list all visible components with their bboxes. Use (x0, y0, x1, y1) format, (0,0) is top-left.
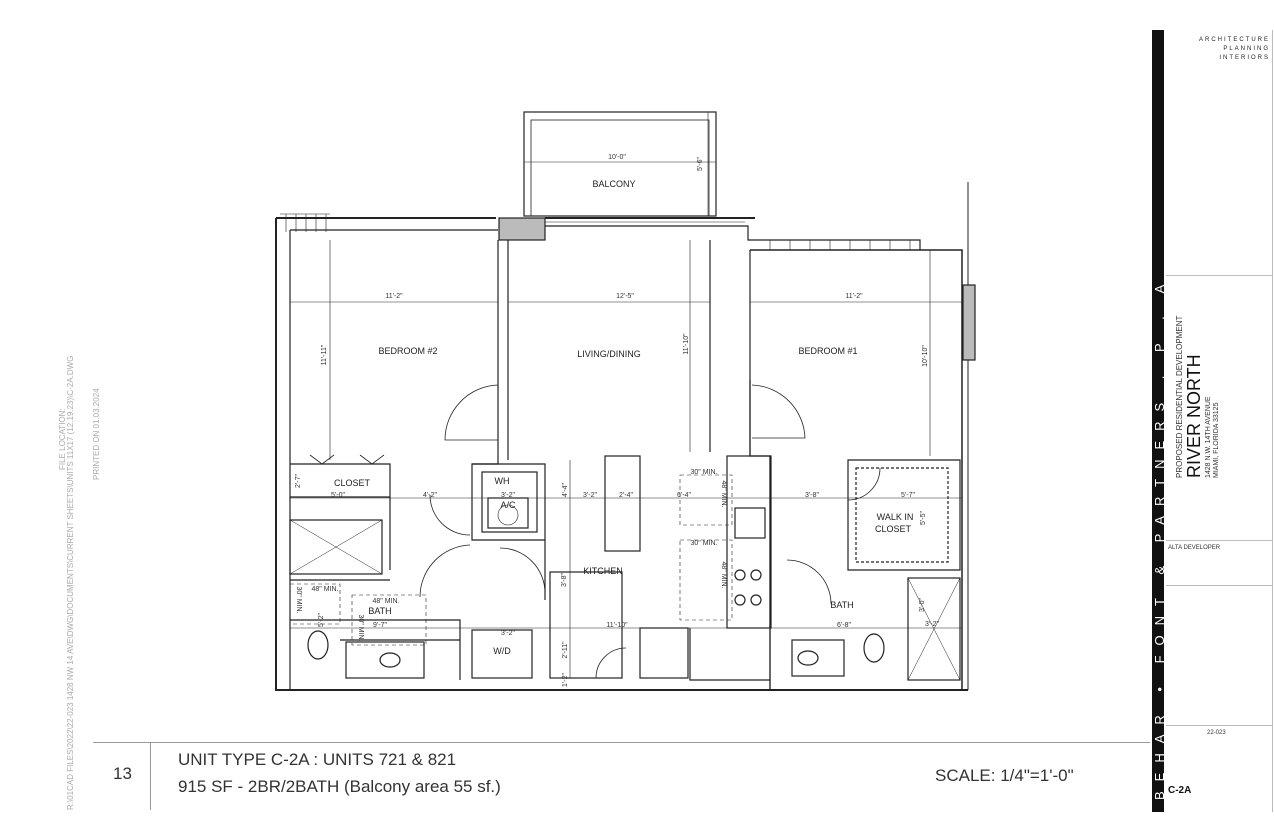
kitchen-counter-right (726, 455, 772, 629)
dim-kit-38: 3'-8" (561, 573, 568, 587)
shower-left (289, 519, 383, 575)
room-wd: W/D (493, 646, 511, 656)
client-name: ALTA DEVELOPER (1168, 545, 1221, 551)
dim-r38: 3'-8" (805, 492, 819, 499)
dim-kit-a: 3'-2" (583, 492, 597, 499)
column (962, 284, 976, 361)
room-closet: CLOSET (334, 478, 371, 488)
dim-closet-d: 2'-7" (295, 474, 302, 488)
sheet-number: 13 (113, 764, 132, 783)
title-block: ARCHITECTURE PLANNING INTERIORS ALTA DEV… (1150, 30, 1274, 812)
dim-balcony-w: 10'-0" (608, 154, 626, 161)
dim-bath48b: 48" MIN. (373, 598, 400, 605)
dim-bed1-d: 10'-10" (922, 345, 929, 367)
unit-type: UNIT TYPE C-2A : UNITS 721 & 821 (178, 750, 457, 769)
dim-bath30: 30" MIN. (295, 587, 302, 614)
room-bedroom2: BEDROOM #2 (378, 346, 437, 356)
dim-kit-211: 2'-11" (562, 641, 569, 659)
room-wh: WH (495, 476, 510, 486)
project-subtitle: PROPOSED RESIDENTIAL DEVELOPMENT (1175, 315, 1184, 478)
firm-services: ARCHITECTURE PLANNING INTERIORS (1198, 37, 1270, 61)
column (498, 217, 546, 241)
toilet-right (863, 633, 885, 663)
dim-closet-w: 5'-0" (331, 492, 345, 499)
dim-kit-b: 6'-4" (677, 492, 691, 499)
room-kitchen: KITCHEN (583, 566, 623, 576)
dim-walkin-d: 5'-5" (920, 511, 927, 525)
dim-r57: 5'-7" (901, 492, 915, 499)
room-bedroom1: BEDROOM #1 (798, 346, 857, 356)
vanity-right (791, 639, 845, 677)
room-living-dining: LIVING/DINING (577, 349, 641, 359)
dim-bed2-w: 11'-2" (385, 293, 403, 300)
project-title: PROPOSED RESIDENTIAL DEVELOPMENT RIVER N… (1175, 316, 1221, 478)
dim-wh-w: 3'-2" (501, 492, 515, 499)
room-bath-left: BATH (368, 606, 391, 616)
dim-bed1-w: 11'-2" (845, 293, 863, 300)
project-number: 22-023 (1207, 730, 1226, 736)
dim-hall-w: 4'-2" (423, 492, 437, 499)
firm-stripe (1152, 30, 1164, 812)
dim-kit-v: 4'-4" (562, 483, 569, 497)
project-address-1: 1428 N.W. 14TH AVENUE (1205, 396, 1212, 478)
dim-clear48b: 48" MIN. (720, 562, 727, 589)
balcony-outline (523, 111, 717, 217)
unit-area: 915 SF - 2BR/2BATH (Balcony area 55 sf.) (178, 777, 501, 796)
dim-living-w: 12'-5" (616, 293, 634, 300)
project-address-2: MIAMI, FLORIDA 33125 (1213, 402, 1220, 478)
dim-bath-l-d: 5'-2" (318, 613, 325, 627)
dim-bath-r-w: 6'-8" (837, 622, 851, 629)
sheet-id: C-2A (1168, 785, 1192, 796)
dim-bath48: 48" MIN. (312, 586, 339, 593)
shower-right (907, 577, 961, 681)
title-block-panel (1166, 30, 1273, 812)
water-heater (481, 471, 538, 533)
vanity-left (345, 641, 425, 679)
dim-clear30b: 30" MIN. (691, 540, 718, 547)
project-name: RIVER NORTH (1184, 354, 1204, 478)
dim-shower-r-d: 3'-0" (919, 598, 926, 612)
dim-clear30: 30" MIN. (691, 469, 718, 476)
room-walkin-1: WALK IN (877, 512, 914, 522)
room-walkin-2: CLOSET (875, 524, 912, 534)
dim-bath30b: 30" MIN. (357, 615, 364, 642)
dim-kit-1110: 11'-10" (606, 622, 628, 629)
room-ac: A/C (500, 500, 516, 510)
drawing-scale: SCALE: 1/4"=1'-0" (935, 766, 1074, 785)
footer-divider (150, 742, 151, 810)
kitchen-counter (549, 571, 623, 679)
room-balcony: BALCONY (592, 179, 635, 189)
dim-bed2-d: 11'-11" (321, 344, 328, 365)
dim-living-d: 11'-10" (683, 333, 690, 355)
dim-bath-l-w: 9'-7" (373, 622, 387, 629)
room-bath-right: BATH (830, 600, 853, 610)
footer-rule (93, 742, 1150, 743)
dim-island: 2'-4" (619, 492, 633, 499)
dim-balcony-d: 5'-6" (697, 157, 704, 171)
dim-kit-12: 1'-2" (562, 673, 569, 687)
dim-shower-r-w: 3'-2" (925, 621, 939, 628)
washer-dryer (471, 629, 533, 679)
firm-name: BEHAR • FONT & PARTNERS . P . A (1152, 274, 1167, 800)
toilet-left (307, 630, 329, 660)
dim-wd-w: 3'-2" (501, 630, 515, 637)
kitchen-island (604, 455, 641, 552)
dim-clear48a: 48" MIN. (720, 481, 727, 508)
